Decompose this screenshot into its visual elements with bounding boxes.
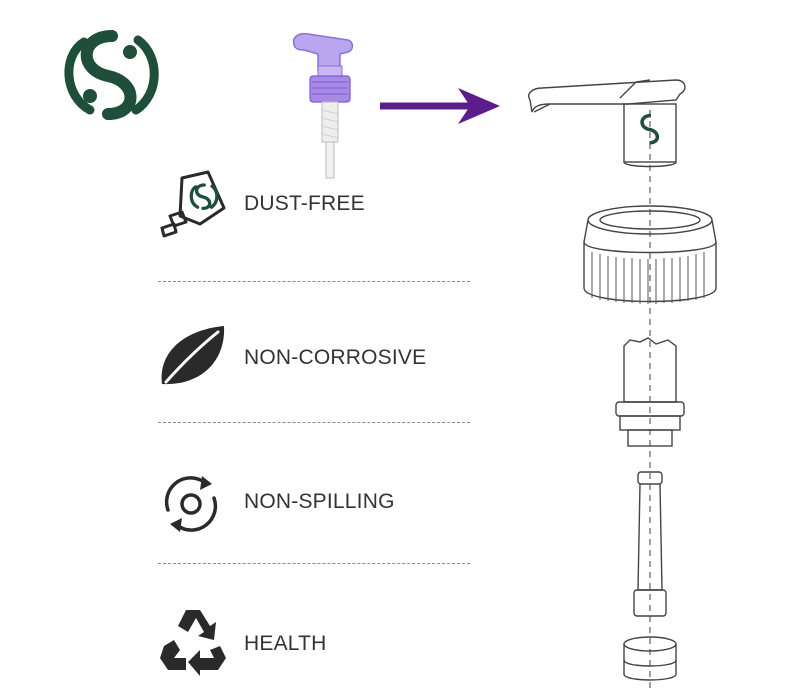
feature-label-dust-free: DUST-FREE	[244, 192, 365, 215]
cycle-icon	[164, 476, 218, 532]
divider	[158, 563, 470, 564]
feature-label-non-spilling: NON-SPILLING	[244, 490, 395, 513]
lotion-pump-image	[292, 32, 354, 179]
right-arrow-icon	[380, 88, 500, 124]
brand-s-logo-icon	[64, 30, 159, 120]
recycle-icon	[160, 610, 226, 676]
feature-label-health: HEALTH	[244, 632, 327, 655]
leaf-icon	[161, 326, 225, 385]
pump-bottle-icon	[160, 170, 226, 238]
divider	[158, 281, 470, 282]
divider	[158, 422, 470, 423]
exploded-pump-diagram	[528, 79, 717, 690]
feature-label-non-corrosive: NON-CORROSIVE	[244, 346, 427, 369]
